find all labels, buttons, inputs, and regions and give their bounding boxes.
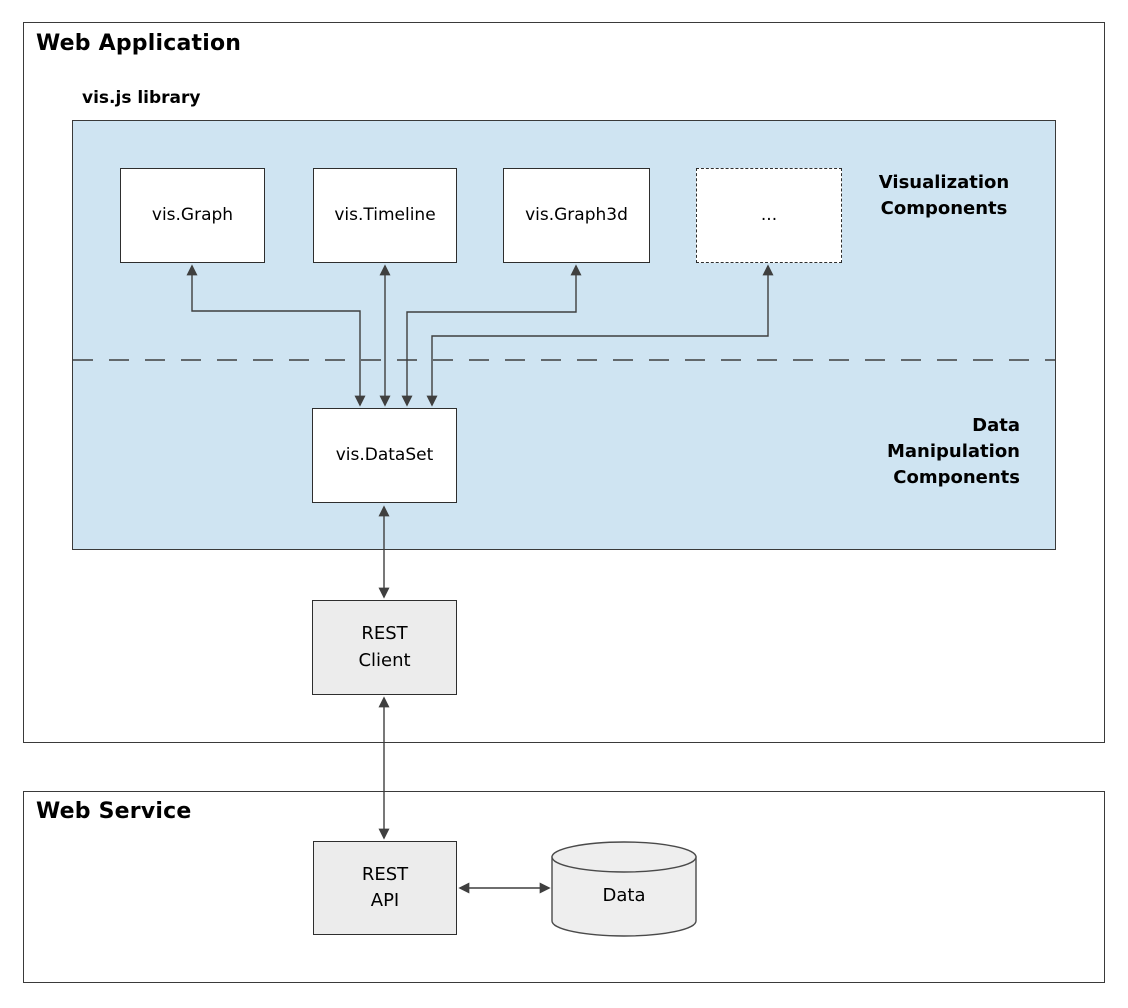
web-service-title: Web Service [36,799,192,824]
node-rest-client: REST Client [312,600,457,695]
node-vis-graph3d: vis.Graph3d [503,168,650,263]
node-more-components: ... [696,168,842,263]
node-rest-api: REST API [313,841,457,935]
web-application-title: Web Application [36,31,242,56]
data-manipulation-components-label: Data Manipulation Components [886,415,1020,488]
visualization-components-label: Visualization Components [878,172,1010,219]
node-vis-timeline: vis.Timeline [313,168,457,263]
node-vis-dataset: vis.DataSet [312,408,457,503]
vis-library-title: vis.js library [82,88,201,108]
data-cylinder-label: Data [602,884,646,906]
node-vis-graph: vis.Graph [120,168,265,263]
